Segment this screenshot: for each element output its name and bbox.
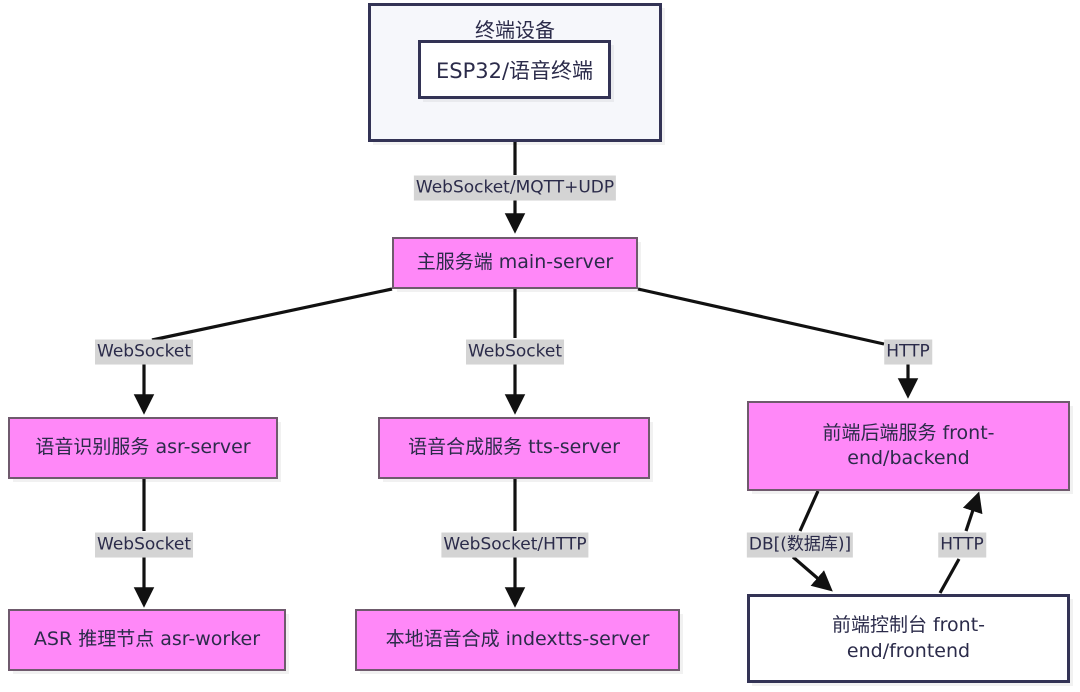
node-main-server[interactable]: 主服务端 main-server [392, 237, 638, 289]
node-esp32[interactable]: ESP32/语音终端 [418, 40, 611, 99]
node-frontend-backend-label: 前端后端服务 front-end/backend [822, 421, 995, 469]
edge-label-websocket-asr-worker: WebSocket [95, 532, 193, 558]
edge-label-http-frontend-backend: HTTP [884, 339, 932, 365]
node-asr-worker[interactable]: ASR 推理节点 asr-worker [8, 609, 286, 671]
cluster-terminal-device-title: 终端设备 [475, 18, 555, 42]
node-tts-server[interactable]: 语音合成服务 tts-server [378, 417, 650, 479]
edge-label-websocket-tts: WebSocket [466, 339, 564, 365]
node-asr-server[interactable]: 语音识别服务 asr-server [8, 417, 278, 479]
node-frontend-backend[interactable]: 前端后端服务 front-end/backend [747, 401, 1070, 491]
node-frontend-console-label: 前端控制台 front-end/frontend [831, 614, 986, 662]
edge-label-websocket-mqtt-udp: WebSocket/MQTT+UDP [413, 175, 617, 201]
edge-main-server-to-frontend-backend [637, 287, 919, 399]
node-main-server-label: 主服务端 main-server [416, 251, 614, 274]
edge-label-db: DB[(数据库)] [746, 532, 854, 558]
node-asr-worker-label: ASR 推理节点 asr-worker [33, 628, 261, 651]
node-frontend-console[interactable]: 前端控制台 front-end/frontend [747, 594, 1070, 683]
node-asr-server-label: 语音识别服务 asr-server [35, 436, 251, 459]
node-indextts-server[interactable]: 本地语音合成 indextts-server [355, 609, 680, 671]
node-tts-server-label: 语音合成服务 tts-server [408, 436, 620, 459]
edge-label-http-console: HTTP [938, 532, 986, 558]
edge-label-websocket-http-indextts: WebSocket/HTTP [441, 532, 589, 558]
edge-label-websocket-asr: WebSocket [95, 339, 193, 365]
node-esp32-label: ESP32/语音终端 [435, 58, 594, 83]
node-indextts-server-label: 本地语音合成 indextts-server [385, 628, 650, 651]
